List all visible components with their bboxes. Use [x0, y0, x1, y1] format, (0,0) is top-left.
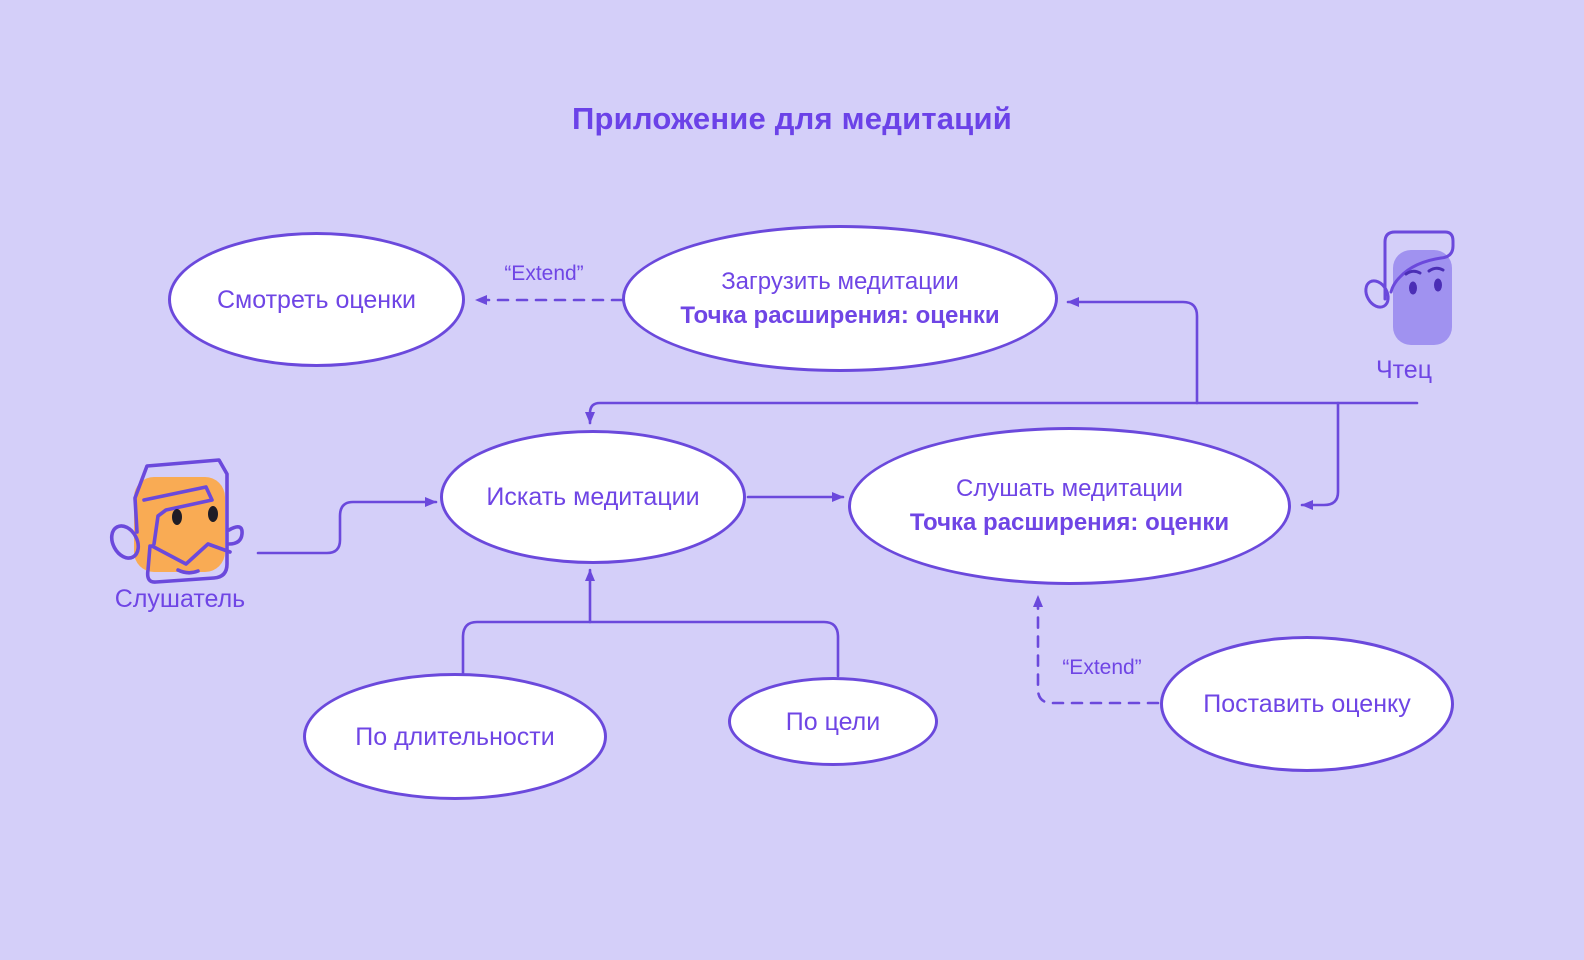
use-case-rate[interactable]: Поставить оценку [1160, 636, 1454, 772]
extend-label-top: “Extend” [504, 262, 584, 285]
extend-label-bottom: “Extend” [1062, 656, 1142, 679]
actor-label-reader: Чтец [1375, 356, 1433, 384]
actor-label-listener: Слушатель [114, 585, 246, 613]
edge-reader-to-upload [1066, 297, 1199, 405]
edge-reader-to-search [585, 401, 1419, 425]
use-case-extension-point: Точка расширения: оценки [909, 509, 1230, 536]
use-case-label: Смотреть оценки [217, 285, 416, 314]
use-case-by-goal[interactable]: По цели [728, 677, 938, 766]
use-case-label: Поставить оценку [1203, 690, 1411, 718]
edge-search-subtree-bracket [461, 620, 840, 678]
use-case-label: Искать медитации [486, 483, 700, 511]
use-case-extension-point: Точка расширения: оценки [680, 301, 1000, 329]
use-case-label: По длительности [355, 722, 555, 751]
edge-listener-to-search [256, 497, 438, 555]
reader-actor-icon[interactable] [1350, 222, 1465, 352]
use-case-label: По цели [785, 707, 881, 736]
diagram-title: Приложение для медитаций [572, 101, 1012, 136]
use-case-view-ratings[interactable]: Смотреть оценки [168, 232, 465, 367]
listener-actor-icon[interactable] [108, 452, 258, 602]
use-case-by-duration[interactable]: По длительности [303, 673, 607, 800]
edge-reader-to-listen [1300, 401, 1340, 510]
use-case-listen-meditations[interactable]: Слушать медитации Точка расширения: оцен… [848, 427, 1291, 585]
edge-extend-rate-to-listen [1033, 594, 1160, 705]
use-case-upload-meditations[interactable]: Загрузить медитации Точка расширения: оц… [622, 225, 1058, 372]
use-case-search-meditations[interactable]: Искать медитации [440, 430, 746, 564]
use-case-label: Загрузить медитации [721, 267, 959, 295]
use-case-label: Слушать медитации [956, 475, 1183, 502]
